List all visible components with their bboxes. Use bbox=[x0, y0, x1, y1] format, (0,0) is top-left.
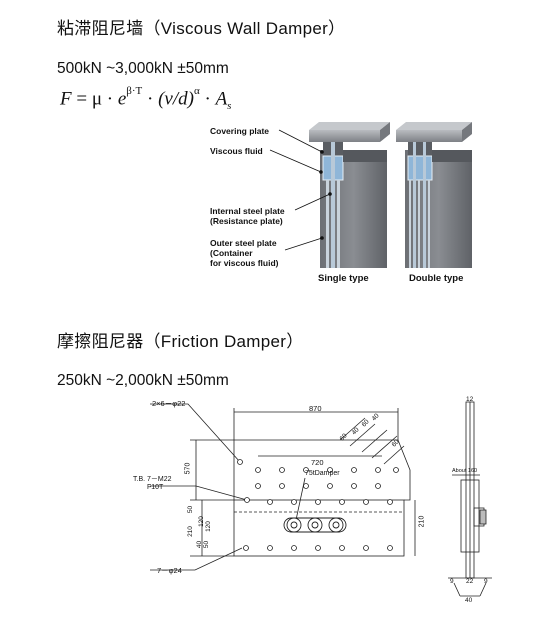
formula-force: F bbox=[60, 88, 72, 110]
single-type-damper bbox=[309, 122, 390, 268]
drawing-left-dim-120: 120 bbox=[197, 516, 205, 527]
drawing-holes-top: 2×6－φ22 bbox=[152, 399, 186, 408]
label-outer-plate-line2: (Container bbox=[210, 248, 253, 258]
drawing-tb-label-line1: T.B. 7－M22 bbox=[133, 476, 172, 483]
label-outer-plate-line3: for viscous fluid) bbox=[210, 258, 279, 268]
drawing-left-dim-210: 210 bbox=[186, 526, 194, 537]
formula-area-subscript: s bbox=[227, 100, 232, 113]
drawing-width-870: 870 bbox=[309, 404, 322, 413]
viscous-leader-lines bbox=[269, 129, 331, 251]
drawing-left-dim-40: 40 bbox=[196, 540, 204, 549]
formula-mu: μ bbox=[91, 88, 103, 110]
formula-e: e bbox=[117, 88, 127, 110]
drawing-damper-label: 75tDamper bbox=[305, 470, 340, 477]
viscous-damper-illustration bbox=[269, 122, 472, 268]
friction-capacity: 250kN ~2,000kN ±50mm bbox=[57, 372, 229, 389]
formula-dot-1: · bbox=[106, 88, 114, 110]
formula-dot-2: · bbox=[147, 88, 154, 110]
drawing-dim-570: 570 bbox=[184, 462, 192, 475]
label-internal-plate-line1: Internal steel plate bbox=[210, 206, 285, 216]
label-internal-plate-line2: (Resistance plate) bbox=[210, 216, 283, 226]
viscous-title: 粘滞阻尼墙（Viscous Wall Damper） bbox=[57, 19, 346, 38]
formula-alpha: α bbox=[193, 85, 200, 97]
drawing-width-720: 720 bbox=[311, 458, 324, 467]
side-bolt-label: About 160 bbox=[452, 468, 478, 474]
viscous-capacity: 500kN ~3,000kN ±50mm bbox=[57, 60, 229, 77]
label-internal-plate: Internal steel plate (Resistance plate) bbox=[210, 206, 285, 226]
double-type-damper bbox=[396, 122, 472, 268]
caption-single-type: Single type bbox=[318, 273, 369, 284]
side-dim-12: 12 bbox=[466, 396, 474, 403]
damper-units bbox=[283, 517, 347, 533]
formula-exponent: β·T bbox=[126, 85, 143, 97]
side-dim-40: 40 bbox=[465, 597, 473, 604]
drawing-left-dim-50b: 50 bbox=[203, 540, 211, 549]
drawing-holes-bottom: 7－φ24 bbox=[157, 566, 182, 575]
side-dim-22: 22 bbox=[466, 578, 474, 585]
drawing-tb-label: T.B. 7－M22 F10T bbox=[133, 476, 172, 492]
formula-velocity-ratio: (v/d) bbox=[158, 88, 194, 110]
formula-dot-3: · bbox=[204, 88, 211, 110]
label-outer-plate: Outer steel plate (Container for viscous… bbox=[210, 238, 278, 268]
drawing-left-dim-50: 50 bbox=[187, 505, 195, 514]
side-dim-9-left: 9 bbox=[450, 578, 454, 585]
label-viscous-fluid: Viscous fluid bbox=[210, 146, 263, 156]
formula-equals: = bbox=[76, 88, 88, 110]
side-dim-9-right: 9 bbox=[484, 578, 488, 585]
label-covering-plate: Covering plate bbox=[210, 126, 270, 136]
label-outer-plate-line1: Outer steel plate bbox=[210, 238, 277, 248]
drawing-tb-label-line2: F10T bbox=[147, 484, 164, 491]
friction-title: 摩擦阻尼器（Friction Damper） bbox=[57, 332, 304, 351]
caption-double-type: Double type bbox=[409, 273, 464, 284]
formula-area: A bbox=[215, 88, 228, 110]
damping-formula: F = μ · eβ·T · (v/d)α · As bbox=[60, 85, 232, 113]
drawing-dim-210-right: 210 bbox=[418, 515, 426, 528]
drawing-left-dim-120b: 120 bbox=[204, 521, 212, 532]
